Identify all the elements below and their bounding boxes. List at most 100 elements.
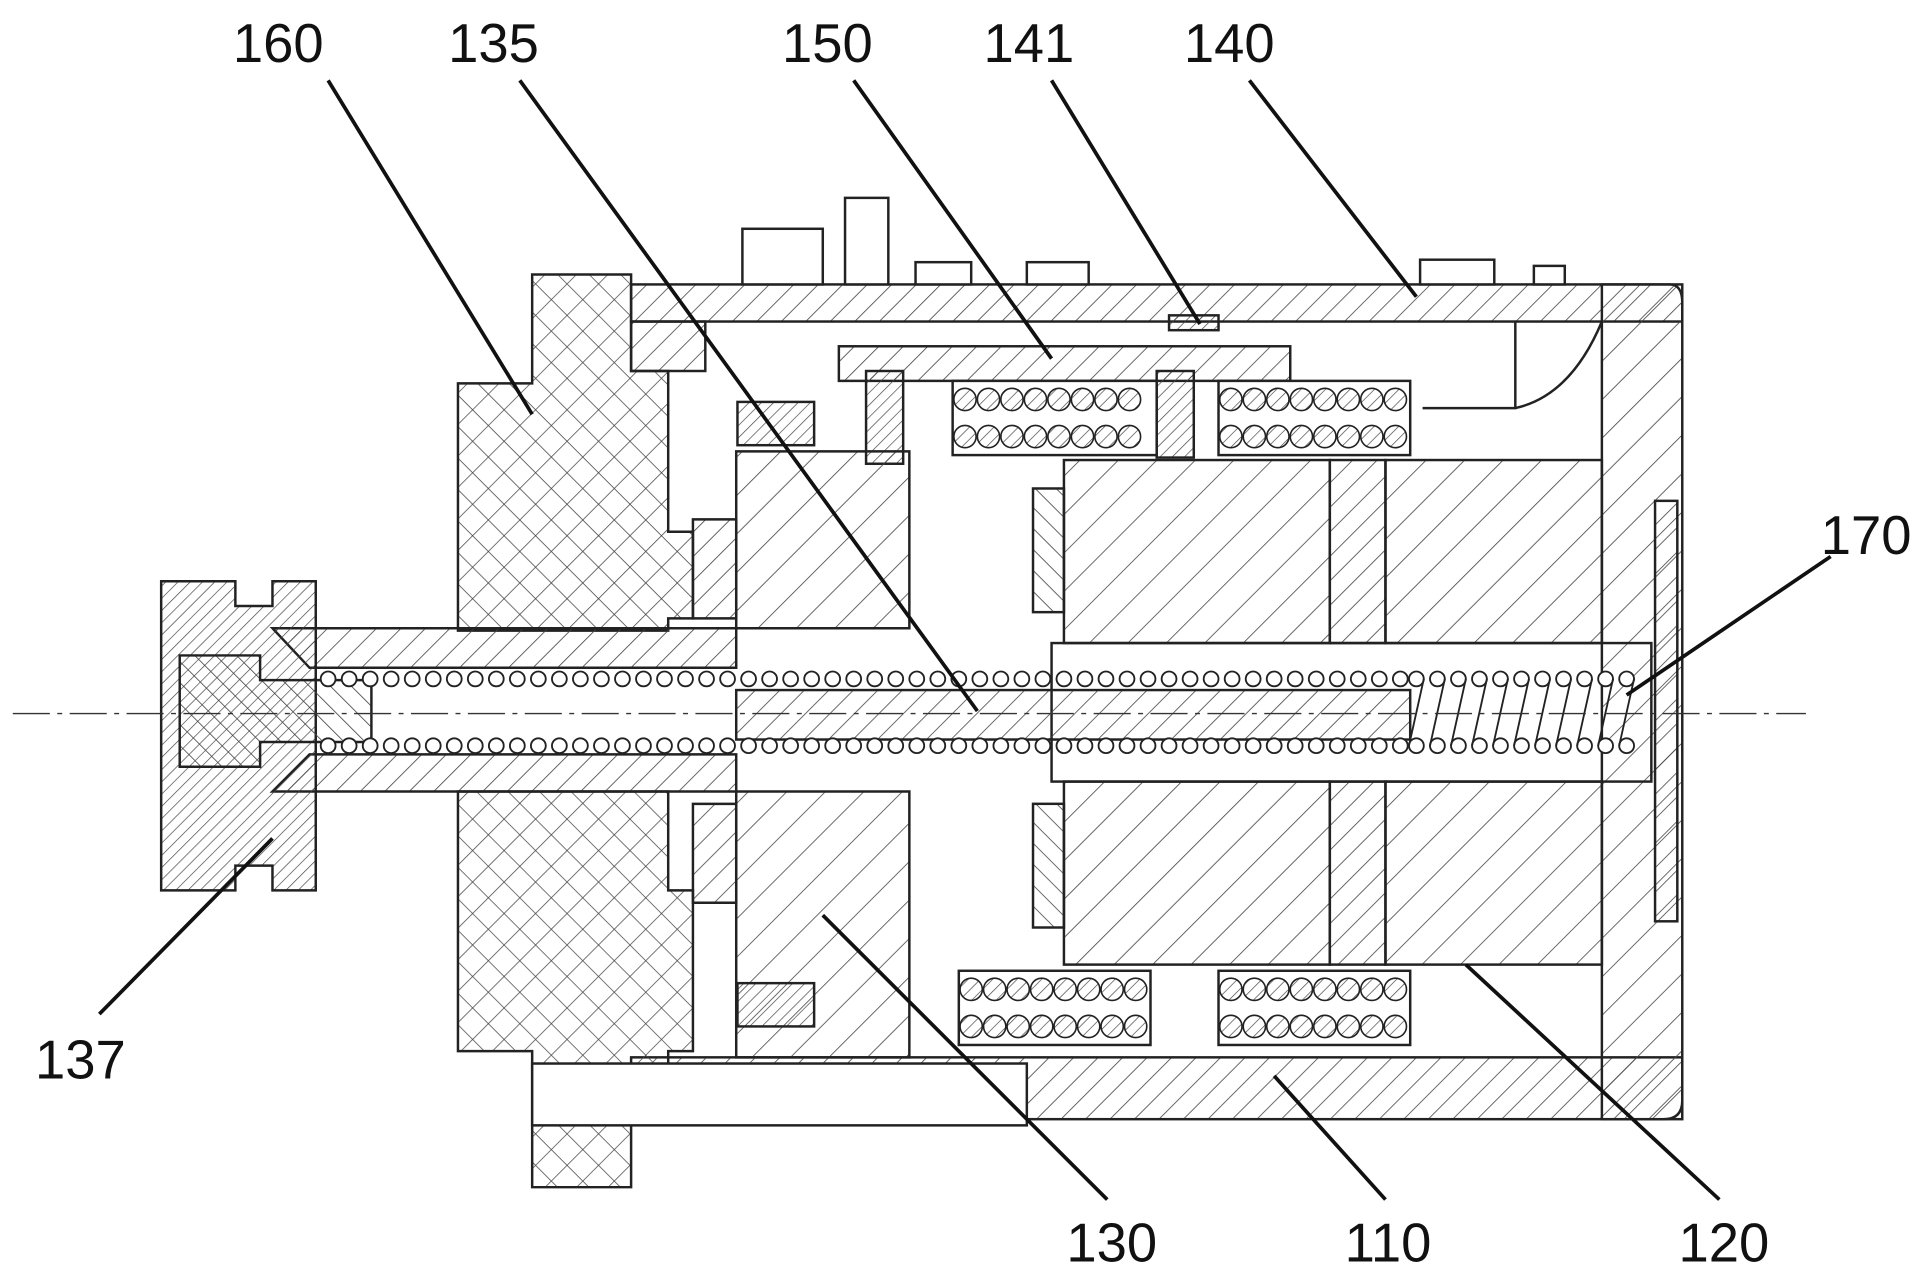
spring-coil (1120, 672, 1135, 687)
spring-coil (1556, 738, 1571, 753)
spring-coil (930, 738, 945, 753)
spring-coil (636, 672, 651, 687)
seal-bottom (737, 983, 814, 1026)
spring-coil (321, 738, 336, 753)
spring-coil (1246, 738, 1261, 753)
label-130: 130 (1066, 1212, 1157, 1273)
spring-coil (1035, 738, 1050, 753)
spring-wire (1556, 679, 1571, 746)
spring-coil (1430, 672, 1445, 687)
coil-wire (1048, 388, 1070, 410)
spring-coil (1099, 738, 1114, 753)
coil-wire (1101, 1015, 1123, 1037)
spring-coil (1141, 672, 1156, 687)
spring-coil (1409, 738, 1424, 753)
coil-wire (1267, 978, 1289, 1000)
spring-coil (1351, 672, 1366, 687)
spring-coil (867, 738, 882, 753)
spring-coil (342, 672, 357, 687)
coil-wire (1054, 978, 1076, 1000)
coil-wire (977, 388, 999, 410)
spring-coil (825, 672, 840, 687)
spring-coil (1451, 672, 1466, 687)
coil-wire (1290, 978, 1312, 1000)
body-130-center (693, 519, 736, 902)
label-170: 170 (1821, 505, 1912, 566)
spring-coil (1099, 672, 1114, 687)
spring-coil (1409, 672, 1424, 687)
coil-wire (1220, 388, 1242, 410)
spring-coil (510, 672, 525, 687)
coil-wire (1314, 425, 1336, 447)
coil-wire (1220, 425, 1242, 447)
coil-wire (1290, 1015, 1312, 1037)
spring-coil (1598, 672, 1613, 687)
coil-wire (1361, 388, 1383, 410)
spring-coil (909, 672, 924, 687)
coil-wire (1337, 1015, 1359, 1037)
coil-wire (954, 388, 976, 410)
coil-wire (1384, 425, 1406, 447)
coil-wire (1220, 1015, 1242, 1037)
spring-coil (468, 672, 483, 687)
coil-wire (960, 978, 982, 1000)
spring-coil (951, 738, 966, 753)
spring-coil (1183, 738, 1198, 753)
spring-coil (1514, 672, 1529, 687)
coil-wire (1095, 388, 1117, 410)
label-150: 150 (782, 13, 873, 74)
spring-coil (1493, 672, 1508, 687)
coil-wire (1220, 978, 1242, 1000)
spring-coil (384, 672, 399, 687)
spring-coil (1246, 672, 1261, 687)
coil-wire (984, 978, 1006, 1000)
spring-coil (1372, 738, 1387, 753)
spring-coil (447, 672, 462, 687)
spring-wire (1451, 679, 1466, 746)
spring-coil (804, 672, 819, 687)
spring-coil (825, 738, 840, 753)
spring-coil (363, 672, 378, 687)
coil-wire (1078, 1015, 1100, 1037)
coil-wire (1071, 388, 1093, 410)
coil-wire (1361, 1015, 1383, 1037)
spring-coil (1014, 738, 1029, 753)
spring-coil (1162, 738, 1177, 753)
spring-coil (1514, 738, 1529, 753)
spring-coil (426, 738, 441, 753)
spring-coil (993, 738, 1008, 753)
coil-wire (1031, 1015, 1053, 1037)
coil-wire (1267, 1015, 1289, 1037)
spring-coil (1204, 672, 1219, 687)
coil-wire (1001, 425, 1023, 447)
spring-coil (1556, 672, 1571, 687)
coil-wire (1118, 425, 1140, 447)
spring-coil (1309, 672, 1324, 687)
coil-wire (1095, 425, 1117, 447)
coil-wire (954, 425, 976, 447)
coil-wire (1337, 978, 1359, 1000)
spring-coil (1330, 738, 1345, 753)
spring-coil (1535, 738, 1550, 753)
spring-coil (1267, 738, 1282, 753)
spring-coil (1430, 738, 1445, 753)
spring-coil (615, 672, 630, 687)
spring-coil (1351, 738, 1366, 753)
spring-coil (489, 738, 504, 753)
spring-wire (1430, 679, 1445, 746)
spring-coil (573, 672, 588, 687)
coil-wire (1290, 388, 1312, 410)
spring-coil (741, 738, 756, 753)
spring-coil (1057, 738, 1072, 753)
coil-wire (1031, 978, 1053, 1000)
spring-coil (321, 672, 336, 687)
spring-wire (1493, 679, 1508, 746)
spring-wire (1472, 679, 1487, 746)
spring-coil (972, 672, 987, 687)
spring-coil (531, 738, 546, 753)
spring-coil (447, 738, 462, 753)
spring-coil (1535, 672, 1550, 687)
spring-wire (1577, 679, 1592, 746)
spring-coil (552, 738, 567, 753)
